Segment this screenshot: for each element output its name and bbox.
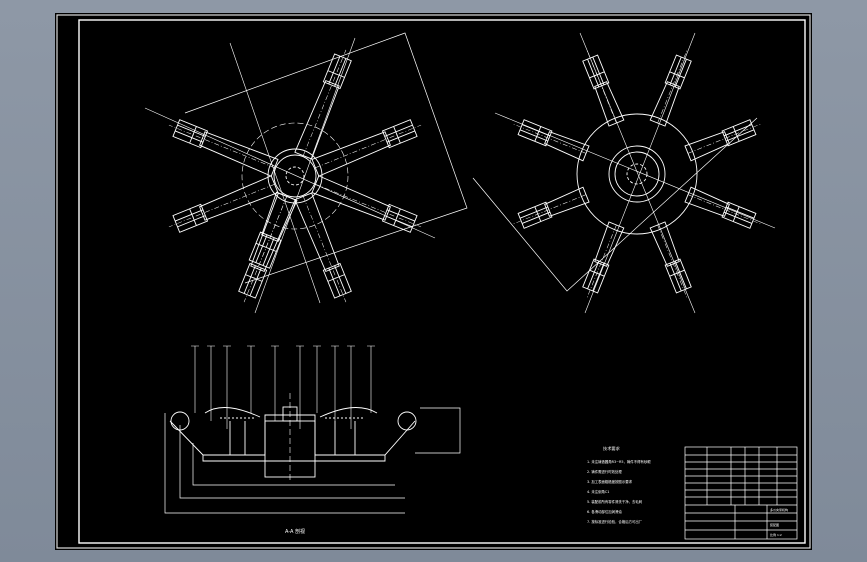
left-dimension-frame bbox=[184, 32, 468, 284]
right-centerline-c bbox=[494, 112, 776, 229]
right-arm-7 bbox=[513, 119, 590, 162]
notes-title: 技术要求 bbox=[603, 445, 621, 452]
balloon-leader bbox=[367, 345, 375, 413]
right-arm-5 bbox=[582, 221, 625, 298]
balloon-leader bbox=[191, 345, 199, 413]
note-5: 5. 装配前所有零件清洗干净，去毛刺 bbox=[587, 499, 643, 504]
drawing-name: 多爪夹紧机构 bbox=[770, 507, 788, 512]
left-pitch-circle bbox=[241, 122, 349, 230]
left-arm-3 bbox=[311, 175, 422, 233]
left-arm-2 bbox=[311, 119, 422, 177]
note-4: 4. 未注倒角C1 bbox=[587, 489, 609, 494]
left-arms bbox=[168, 49, 422, 303]
balloon-leader bbox=[347, 345, 355, 429]
section-left-eye bbox=[170, 411, 190, 431]
section-label: A-A 剖视 bbox=[285, 528, 305, 535]
balloon-leader bbox=[296, 345, 304, 429]
scale-note: 比例 1:2 bbox=[770, 532, 782, 537]
drawing-number: 装配图 bbox=[770, 522, 779, 527]
title-block: 多爪夹紧机构 装配图 比例 1:2 bbox=[684, 446, 798, 540]
section-right-eye bbox=[397, 411, 417, 431]
balloon-leader bbox=[207, 345, 215, 421]
right-hub-inner-circle bbox=[614, 151, 660, 197]
balloon-leader bbox=[313, 345, 321, 413]
right-plan-view bbox=[472, 32, 776, 314]
outer-border bbox=[56, 14, 811, 549]
bom-rows bbox=[685, 447, 797, 505]
note-7: 7. 按标准进行检验，合格后方可出厂 bbox=[587, 519, 643, 524]
note-1: 1. 未注铸造圆角R3~R5，铸件不得有砂眼 bbox=[587, 459, 651, 464]
title-block-grid bbox=[685, 504, 797, 539]
right-arm-3 bbox=[684, 186, 761, 229]
section-view bbox=[164, 393, 461, 514]
left-arm-6 bbox=[168, 175, 279, 233]
note-6: 6. 各滑动部位加润滑油 bbox=[587, 509, 622, 514]
right-body-circle bbox=[576, 113, 698, 235]
right-arms bbox=[513, 50, 761, 298]
right-dimension-frame bbox=[472, 117, 758, 292]
section-ribs bbox=[229, 421, 356, 455]
right-arm-1 bbox=[649, 50, 692, 127]
balloon-leader bbox=[247, 345, 255, 413]
section-dim-outline bbox=[164, 413, 405, 514]
note-2: 2. 铸件需进行时效处理 bbox=[587, 469, 622, 474]
section-dim-line-2 bbox=[179, 425, 405, 499]
drawing-canvas: A-A 剖视 技术要求 1. 未注铸造圆角R3~R5，铸件不得有砂眼 2. 铸件… bbox=[56, 14, 811, 549]
section-arm-curves bbox=[204, 407, 378, 418]
balloon-leader bbox=[223, 345, 231, 429]
title-block-frame bbox=[684, 446, 798, 540]
left-arm-7 bbox=[168, 119, 279, 177]
section-right-dim bbox=[415, 407, 461, 454]
note-3: 3. 加工表面粗糙度按图示要求 bbox=[587, 479, 633, 484]
left-plan-view bbox=[144, 32, 468, 314]
right-hub-outer-circle bbox=[608, 145, 666, 203]
left-centerline-a bbox=[229, 42, 321, 304]
drawing-sheet: A-A 剖视 技术要求 1. 未注铸造圆角R3~R5，铸件不得有砂眼 2. 铸件… bbox=[55, 13, 812, 550]
left-centerline-b bbox=[254, 37, 356, 314]
balloon-leaders bbox=[191, 345, 375, 429]
right-centerline-b bbox=[584, 32, 696, 314]
balloon-leader bbox=[271, 345, 279, 421]
left-arm-section bbox=[248, 191, 298, 272]
left-arm-4 bbox=[294, 192, 352, 303]
right-centerline-a bbox=[579, 32, 696, 314]
right-arm-6 bbox=[513, 186, 590, 229]
right-arm-4 bbox=[649, 221, 692, 298]
left-hub-inner-circle bbox=[273, 154, 317, 198]
left-arm-1 bbox=[294, 49, 352, 160]
left-hub-center-circle bbox=[285, 166, 305, 186]
left-centerline-c bbox=[144, 107, 436, 239]
balloon-leader bbox=[331, 345, 339, 421]
section-base-plate bbox=[202, 455, 386, 462]
right-hub-center-circle bbox=[626, 163, 648, 185]
right-arm-8 bbox=[582, 50, 625, 127]
technical-notes: 技术要求 1. 未注铸造圆角R3~R5，铸件不得有砂眼 2. 铸件需进行时效处理… bbox=[587, 445, 651, 524]
section-dim-line-3 bbox=[192, 443, 395, 486]
